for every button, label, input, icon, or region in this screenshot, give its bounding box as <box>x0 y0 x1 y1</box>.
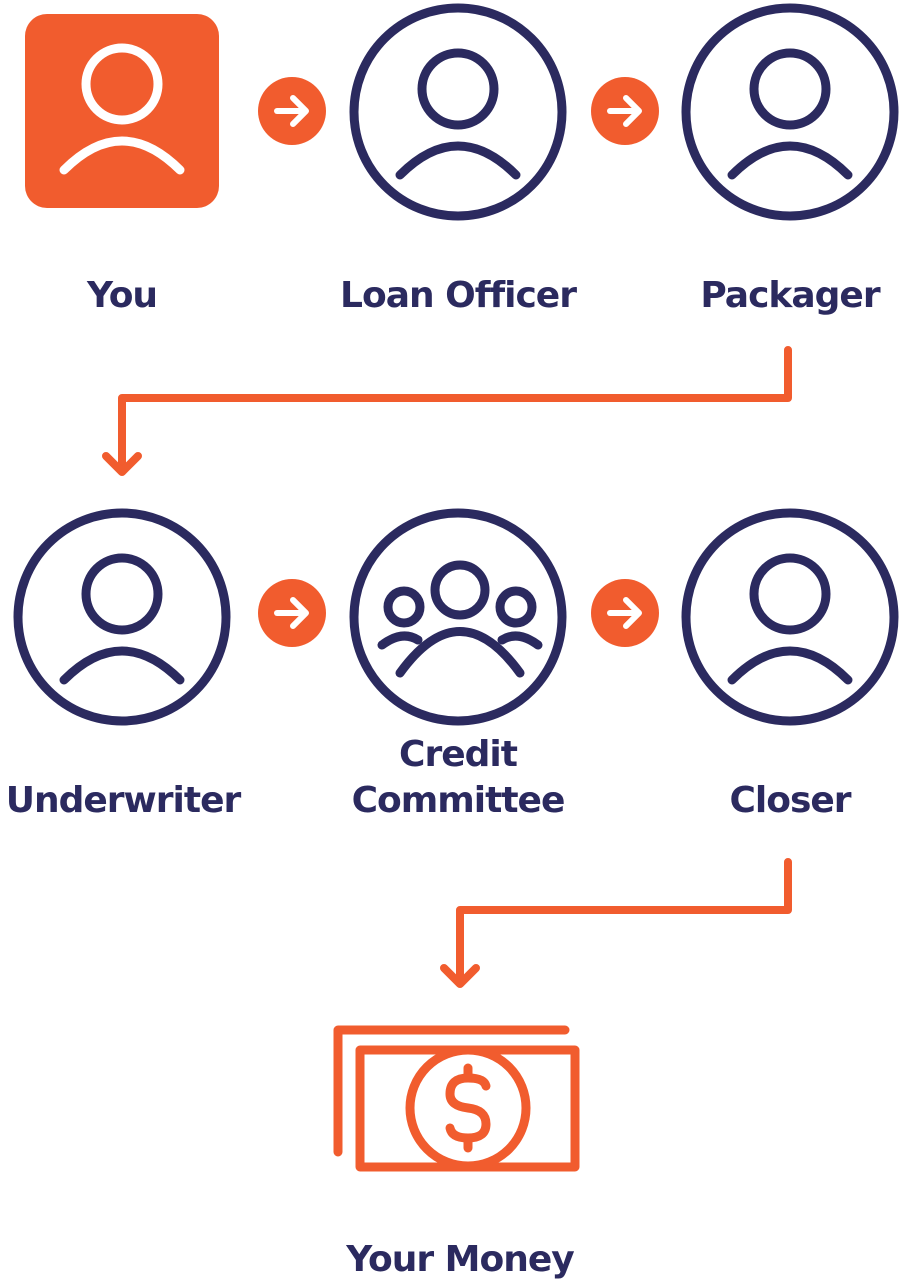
packager-person-icon <box>681 3 899 221</box>
arrow-right-circle-icon <box>591 579 659 647</box>
down-arrow-connector <box>440 858 792 988</box>
step-label-credit-committee-line1: Credit <box>399 734 518 775</box>
loan-officer-person-icon <box>349 3 567 221</box>
arrow-right-circle-icon <box>591 77 659 145</box>
you-step-icon <box>25 14 219 208</box>
step-label-closer: Closer <box>729 780 851 821</box>
money-bill-icon <box>333 1025 580 1172</box>
arrow-right-circle-icon <box>258 77 326 145</box>
underwriter-person-icon <box>13 508 231 726</box>
step-label-your-money: Your Money <box>346 1239 574 1280</box>
credit-committee-group-icon <box>349 508 567 726</box>
step-label-credit-committee-line2: Committee <box>351 780 566 821</box>
step-label-underwriter: Underwriter <box>5 780 242 821</box>
step-label-loan-officer: Loan Officer <box>340 275 577 316</box>
closer-person-icon <box>681 508 899 726</box>
arrow-right-circle-icon <box>258 579 326 647</box>
down-arrow-connector <box>102 346 792 476</box>
step-label-you: You <box>86 275 158 316</box>
step-label-packager: Packager <box>700 275 880 316</box>
